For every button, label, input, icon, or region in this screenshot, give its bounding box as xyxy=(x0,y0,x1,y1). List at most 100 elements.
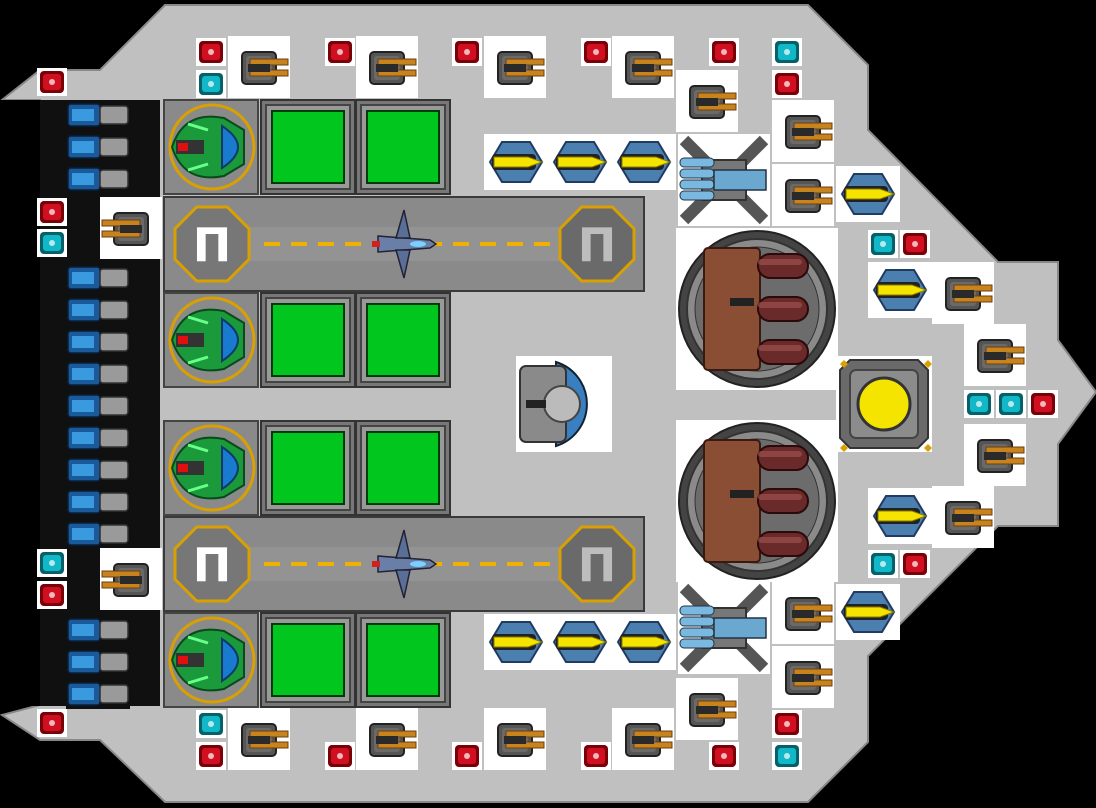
red-power-node-icon[interactable] xyxy=(772,70,802,98)
bronze-cannon-icon[interactable] xyxy=(228,36,290,98)
bronze-cannon-icon[interactable] xyxy=(484,36,546,98)
yellow-missile-pod-icon[interactable] xyxy=(548,134,612,190)
bronze-cannon-icon[interactable] xyxy=(612,708,674,770)
yellow-missile-pod-icon[interactable] xyxy=(484,614,548,670)
red-power-node-icon[interactable] xyxy=(325,742,355,770)
blue-thruster-icon[interactable] xyxy=(66,327,130,357)
cyan-shield-node-icon[interactable] xyxy=(37,229,67,257)
blue-railgun-icon[interactable] xyxy=(678,134,770,226)
red-power-node-icon[interactable] xyxy=(900,550,930,578)
yellow-missile-pod-icon[interactable] xyxy=(484,134,548,190)
cyan-shield-node-icon[interactable] xyxy=(996,390,1026,418)
green-engine-icon[interactable] xyxy=(163,99,259,195)
blue-thruster-icon[interactable] xyxy=(66,679,130,709)
yellow-core-icon[interactable] xyxy=(836,356,932,452)
blue-thruster-icon[interactable] xyxy=(66,263,130,293)
cyan-shield-node-icon[interactable] xyxy=(772,38,802,66)
bronze-cannon-icon[interactable] xyxy=(612,36,674,98)
red-power-node-icon[interactable] xyxy=(196,742,226,770)
cyan-shield-node-icon[interactable] xyxy=(964,390,994,418)
red-power-node-icon[interactable] xyxy=(196,38,226,66)
docked-fighter-icon[interactable] xyxy=(372,209,438,279)
bronze-cannon-icon[interactable] xyxy=(772,646,834,708)
red-power-node-icon[interactable] xyxy=(452,38,482,66)
cyan-shield-node-icon[interactable] xyxy=(196,70,226,98)
blue-railgun-icon[interactable] xyxy=(678,582,770,674)
yellow-missile-pod-icon[interactable] xyxy=(836,166,900,222)
green-cargo-panel-icon[interactable] xyxy=(355,99,451,195)
yellow-missile-pod-icon[interactable] xyxy=(612,134,676,190)
green-engine-icon[interactable] xyxy=(163,292,259,388)
bronze-cannon-icon[interactable] xyxy=(772,164,834,226)
bronze-cannon-icon[interactable] xyxy=(932,486,994,548)
bronze-cannon-icon[interactable] xyxy=(484,708,546,770)
red-power-node-icon[interactable] xyxy=(325,38,355,66)
runway-stripe xyxy=(480,562,496,566)
red-power-node-icon[interactable] xyxy=(900,230,930,258)
central-turret-icon[interactable] xyxy=(516,356,612,452)
triple-cylinder-reactor-icon[interactable] xyxy=(676,420,838,582)
bronze-cannon-icon[interactable] xyxy=(772,582,834,644)
red-power-node-icon[interactable] xyxy=(709,38,739,66)
cyan-shield-node-icon[interactable] xyxy=(868,550,898,578)
bronze-cannon-icon[interactable] xyxy=(356,36,418,98)
landing-pad-icon: Π xyxy=(558,525,636,603)
bronze-cannon-icon[interactable] xyxy=(356,708,418,770)
bronze-cannon-icon[interactable] xyxy=(932,262,994,324)
docked-fighter-icon[interactable] xyxy=(372,529,438,599)
blue-thruster-icon[interactable] xyxy=(66,615,130,645)
red-power-node-icon[interactable] xyxy=(37,581,67,609)
red-power-node-icon[interactable] xyxy=(709,742,739,770)
bronze-cannon-icon[interactable] xyxy=(964,324,1026,386)
red-power-node-icon[interactable] xyxy=(581,38,611,66)
yellow-missile-pod-icon[interactable] xyxy=(612,614,676,670)
blue-thruster-icon[interactable] xyxy=(66,164,130,194)
bronze-cannon-icon[interactable] xyxy=(676,70,738,132)
cyan-shield-node-icon[interactable] xyxy=(772,742,802,770)
green-cargo-panel-icon[interactable] xyxy=(355,420,451,516)
bronze-cannon-icon[interactable] xyxy=(676,678,738,740)
blue-thruster-icon[interactable] xyxy=(66,423,130,453)
green-engine-icon[interactable] xyxy=(163,612,259,708)
landing-pad-icon: Π xyxy=(173,205,251,283)
blue-thruster-icon[interactable] xyxy=(66,647,130,677)
red-power-node-icon[interactable] xyxy=(452,742,482,770)
bronze-cannon-icon[interactable] xyxy=(228,708,290,770)
blue-thruster-icon[interactable] xyxy=(66,487,130,517)
yellow-missile-pod-icon[interactable] xyxy=(868,488,932,544)
blue-thruster-icon[interactable] xyxy=(66,295,130,325)
green-cargo-panel-icon[interactable] xyxy=(260,420,356,516)
cyan-shield-node-icon[interactable] xyxy=(196,710,226,738)
cyan-shield-node-icon[interactable] xyxy=(37,549,67,577)
blue-thruster-icon[interactable] xyxy=(66,132,130,162)
red-power-node-icon[interactable] xyxy=(772,710,802,738)
bronze-cannon-icon[interactable] xyxy=(772,100,834,162)
red-power-node-icon[interactable] xyxy=(1028,390,1058,418)
blue-thruster-icon[interactable] xyxy=(66,455,130,485)
red-power-node-icon[interactable] xyxy=(37,198,67,226)
red-power-node-icon[interactable] xyxy=(581,742,611,770)
runway-stripe xyxy=(264,242,280,246)
yellow-missile-pod-icon[interactable] xyxy=(868,262,932,318)
blue-thruster-icon[interactable] xyxy=(66,100,130,130)
cyan-shield-node-icon[interactable] xyxy=(868,230,898,258)
blue-thruster-icon[interactable] xyxy=(66,519,130,549)
bronze-cannon-icon[interactable] xyxy=(100,197,162,259)
blue-thruster-icon[interactable] xyxy=(66,359,130,389)
green-cargo-panel-icon[interactable] xyxy=(355,292,451,388)
green-cargo-panel-icon[interactable] xyxy=(260,99,356,195)
yellow-missile-pod-icon[interactable] xyxy=(548,614,612,670)
blue-thruster-icon[interactable] xyxy=(66,391,130,421)
bronze-cannon-icon[interactable] xyxy=(100,548,162,610)
bronze-cannon-icon[interactable] xyxy=(964,424,1026,486)
triple-cylinder-reactor-icon[interactable] xyxy=(676,228,838,390)
green-engine-icon[interactable] xyxy=(163,420,259,516)
green-cargo-panel-icon[interactable] xyxy=(260,612,356,708)
green-cargo-panel-icon[interactable] xyxy=(355,612,451,708)
green-cargo-panel-icon[interactable] xyxy=(260,292,356,388)
red-power-node-icon[interactable] xyxy=(37,68,67,96)
red-power-node-icon[interactable] xyxy=(37,709,67,737)
yellow-missile-pod-icon[interactable] xyxy=(836,584,900,640)
